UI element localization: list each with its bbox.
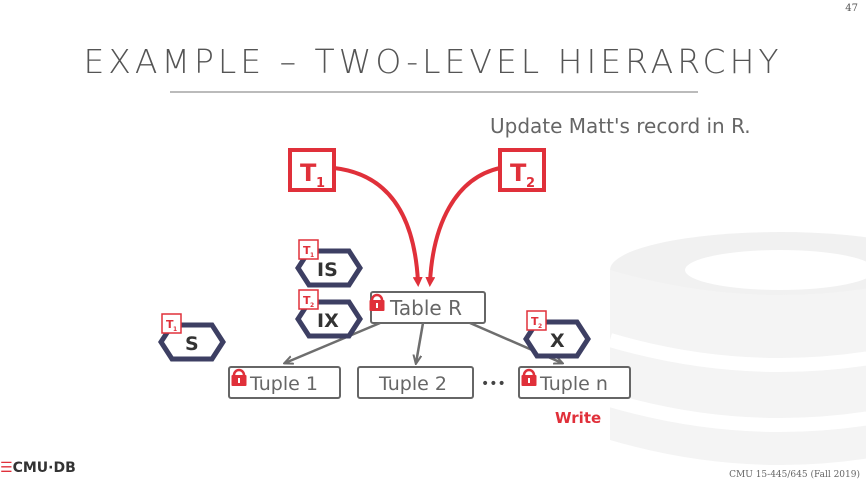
tuple-1-node xyxy=(228,366,341,399)
t1-label: T xyxy=(300,159,317,187)
title-divider xyxy=(170,91,698,93)
transaction-t1-box: T 1 xyxy=(288,148,336,192)
t1-arrow xyxy=(333,166,423,287)
lock-ix-holder-sub: 2 xyxy=(310,302,314,309)
lock-is-holder-sub: 1 xyxy=(310,252,314,259)
lock-s-badge: S T 1 xyxy=(158,313,226,362)
lock-is-holder: T xyxy=(303,244,311,257)
lock-x-badge: X T 2 xyxy=(523,310,591,359)
t2-arrow xyxy=(425,166,501,287)
tuple-n-label: Tuple n xyxy=(539,373,608,395)
lock-ix-badge: IX T 2 xyxy=(295,289,363,339)
tuple-2-label: Tuple 2 xyxy=(378,373,447,395)
table-lock-icon xyxy=(369,293,385,311)
tuple-1-lock-icon xyxy=(231,368,247,386)
tuple-n-node xyxy=(518,366,631,399)
database-watermark-icon xyxy=(608,232,866,465)
lock-x-mode: X xyxy=(550,330,565,352)
tuple-n-lock-icon xyxy=(521,368,537,386)
arrow-to-tuple-2 xyxy=(416,322,425,363)
lock-x-holder: T xyxy=(531,315,539,328)
slide-subtitle: Update Matt's record in R. xyxy=(490,114,751,138)
transaction-t2-box: T 2 xyxy=(498,148,546,192)
db-logo-icon: ☰ xyxy=(0,460,13,476)
t1-subscript: 1 xyxy=(316,176,325,191)
page-number: 47 xyxy=(845,3,858,14)
tuple-2-node xyxy=(357,366,474,399)
write-label: Write xyxy=(555,409,601,427)
cmu-db-logo: ☰CMU·DB xyxy=(0,460,76,476)
lock-s-mode: S xyxy=(185,333,199,355)
lock-is-mode: IS xyxy=(317,259,338,281)
arrow-to-tuple-1 xyxy=(285,321,381,363)
lock-is-badge: IS T 1 xyxy=(295,239,363,288)
lock-x-holder-sub: 2 xyxy=(538,323,542,330)
lock-ix-holder: T xyxy=(303,294,311,307)
t2-label: T xyxy=(510,159,527,187)
table-r-label: Table R xyxy=(389,296,462,320)
lock-s-holder-sub: 1 xyxy=(173,326,177,333)
lock-ix-mode: IX xyxy=(317,310,339,332)
slide-title: EXAMPLE – TWO-LEVEL HIERARCHY xyxy=(83,42,783,81)
tuple-1-label: Tuple 1 xyxy=(249,373,318,395)
course-footer: CMU 15-445/645 (Fall 2019) xyxy=(729,470,860,480)
lock-s-holder: T xyxy=(166,318,174,331)
t2-subscript: 2 xyxy=(526,176,535,191)
ellipsis: ••• xyxy=(481,376,506,392)
logo-text: CMU·DB xyxy=(12,460,76,476)
